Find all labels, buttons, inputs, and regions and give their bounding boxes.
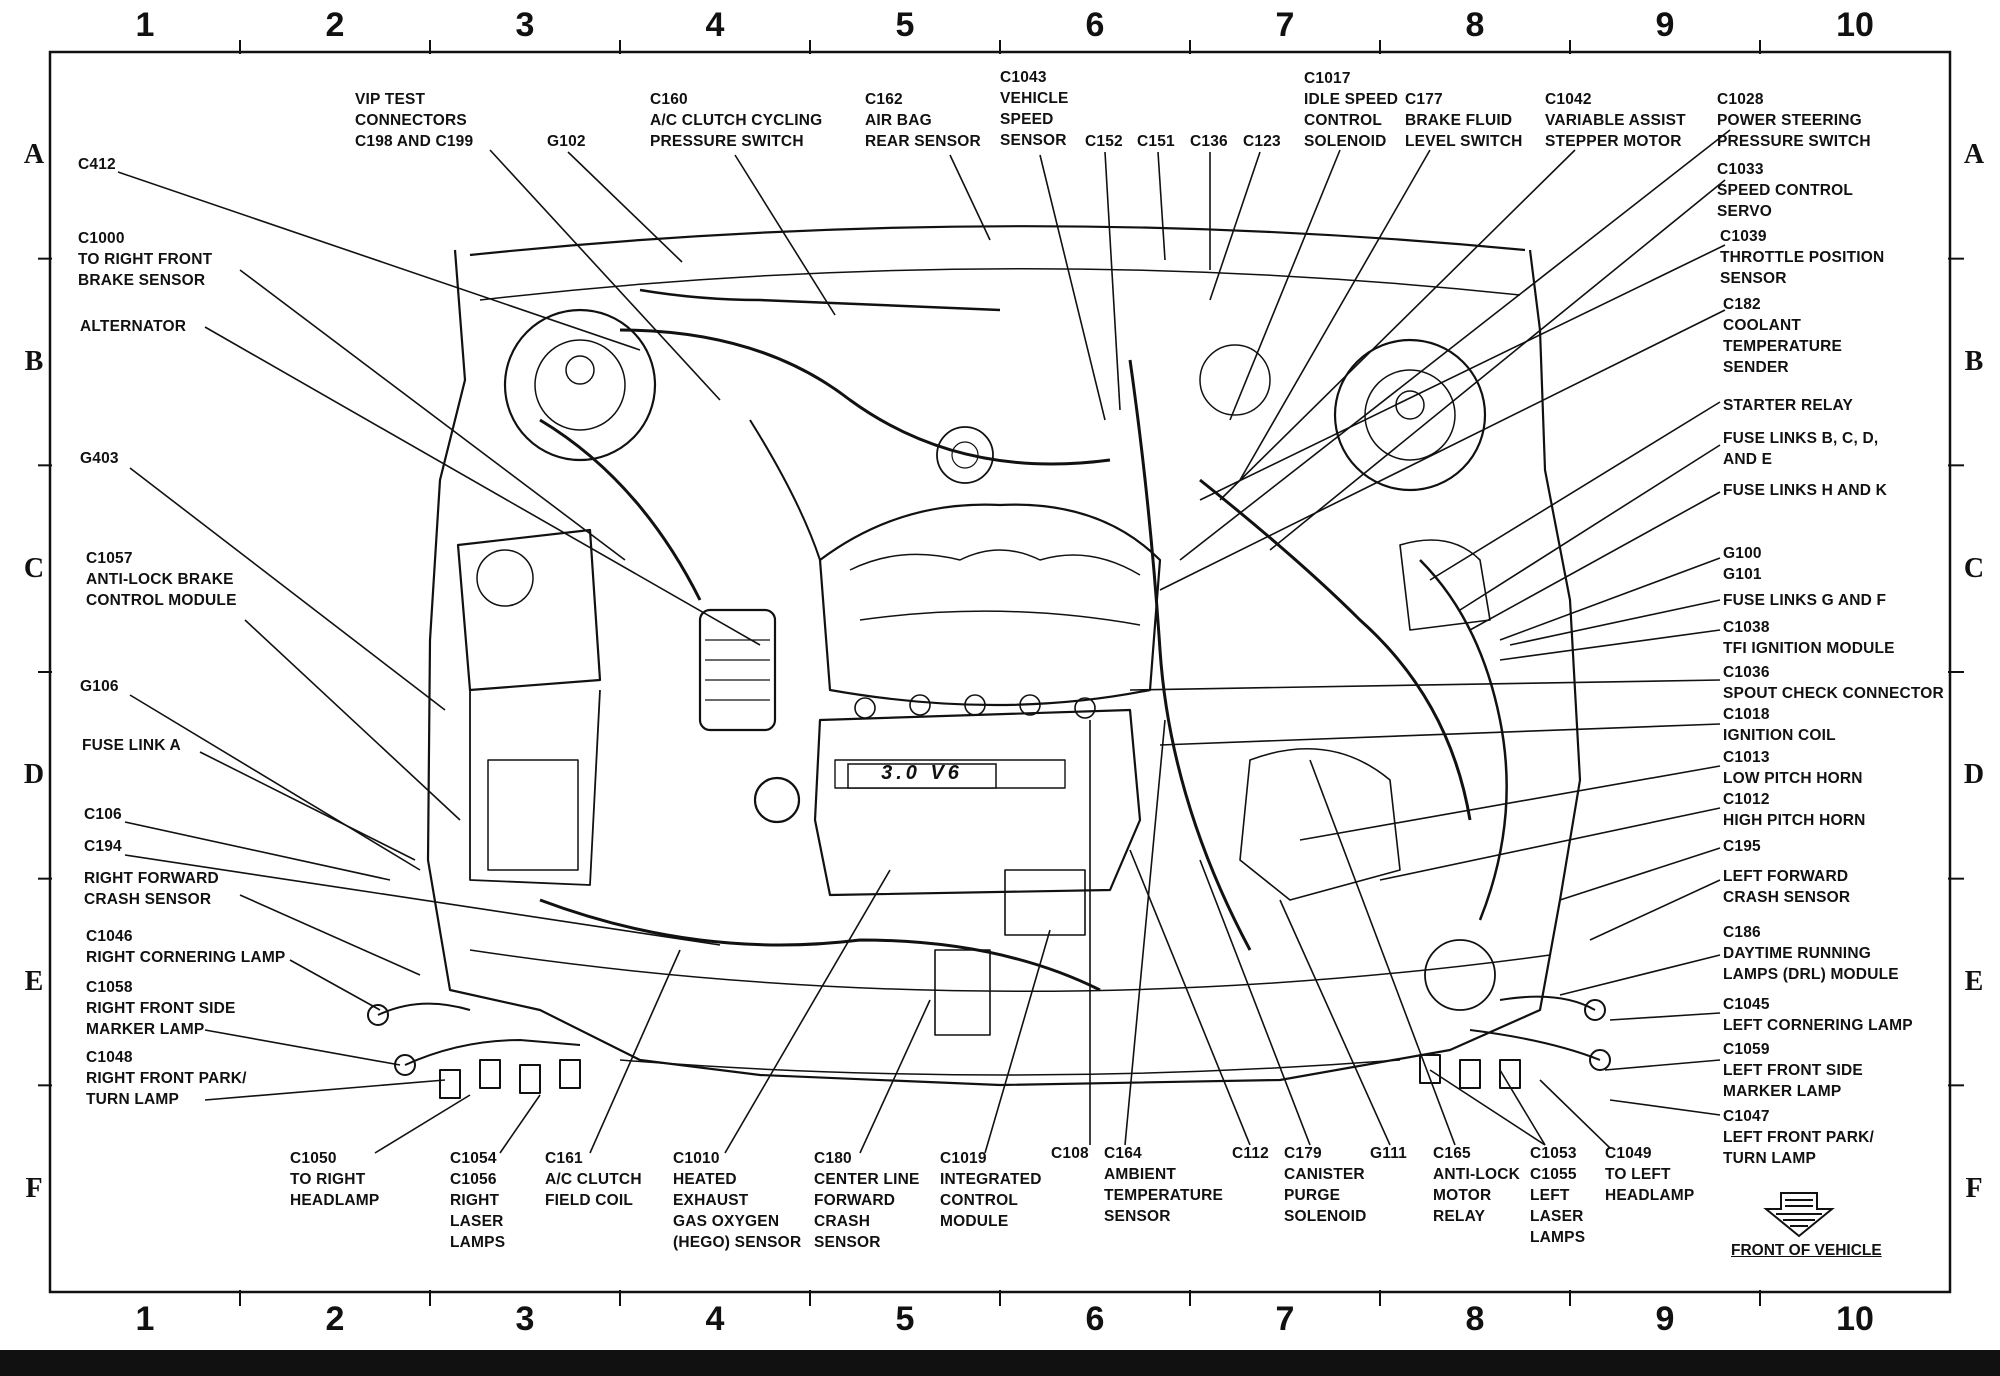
label-g403: G403: [80, 450, 119, 467]
label-g106: G106: [80, 678, 119, 695]
label-c1053-c1055: C1053 C1055 LEFT LASER LAMPS: [1530, 1145, 1586, 1246]
label-vip-test-connectors: VIP TEST CONNECTORS C198 AND C199: [355, 91, 474, 150]
label-c108: C108: [1051, 1145, 1089, 1162]
label-c1010: C1010 HEATED EXHAUST GAS OXYGEN (HEGO) S…: [673, 1150, 802, 1251]
grid-row-F-right: F: [1965, 1172, 1983, 1204]
grid-row-B-right: B: [1964, 346, 1984, 377]
label-alternator: ALTERNATOR: [80, 318, 187, 335]
grid-column-4-top: 4: [705, 6, 725, 44]
label-c1058: C1058 RIGHT FRONT SIDE MARKER LAMP: [86, 979, 236, 1038]
grid-column-9-top: 9: [1655, 6, 1675, 44]
grid-row-E-left: E: [24, 966, 44, 997]
label-right-forward-crash-sensor: RIGHT FORWARD CRASH SENSOR: [84, 870, 219, 908]
grid-column-7-bottom: 7: [1275, 1300, 1295, 1338]
label-c1038: C1038 TFI IGNITION MODULE: [1723, 619, 1895, 657]
front-arrow-icon: [1763, 1192, 1835, 1238]
grid-column-2-bottom: 2: [325, 1300, 345, 1338]
grid-column-6-top: 6: [1085, 6, 1105, 44]
label-c1046: C1046 RIGHT CORNERING LAMP: [86, 928, 286, 966]
grid-column-9-bottom: 9: [1655, 1300, 1675, 1338]
grid-row-D-left: D: [23, 759, 45, 791]
label-left-forward-crash-sensor: LEFT FORWARD CRASH SENSOR: [1723, 868, 1851, 906]
grid-column-7-top: 7: [1275, 6, 1295, 44]
label-c1050: C1050 TO RIGHT HEADLAMP: [290, 1150, 380, 1209]
grid-row-D-right: D: [1963, 759, 1985, 791]
label-c1000: C1000 TO RIGHT FRONT BRAKE SENSOR: [78, 230, 213, 289]
grid-row-A-left: A: [23, 139, 45, 171]
label-c112: C112: [1232, 1145, 1269, 1162]
grid-row-F-left: F: [25, 1172, 43, 1204]
label-g100-g101: G100 G101: [1723, 545, 1762, 583]
label-c1019: C1019 INTEGRATED CONTROL MODULE: [940, 1150, 1042, 1230]
grid-column-3-bottom: 3: [515, 1300, 535, 1338]
label-c161: C161 A/C CLUTCH FIELD COIL: [545, 1150, 642, 1209]
label-c412: C412: [78, 156, 116, 173]
label-c1018: C1018 IGNITION COIL: [1723, 706, 1836, 744]
grid-column-1-bottom: 1: [135, 1300, 155, 1338]
grid-row-A-right: A: [1963, 139, 1985, 171]
grid-row-C-left: C: [23, 552, 45, 584]
label-fuse-link-a: FUSE LINK A: [82, 737, 181, 754]
label-g111: G111: [1370, 1145, 1408, 1162]
label-c182: C182 COOLANT TEMPERATURE SENDER: [1723, 296, 1843, 376]
grid-column-4-bottom: 4: [705, 1300, 725, 1338]
grid-column-6-bottom: 6: [1085, 1300, 1105, 1338]
label-c1033: C1033 SPEED CONTROL SERVO: [1717, 161, 1854, 220]
label-c1048: C1048 RIGHT FRONT PARK/ TURN LAMP: [86, 1049, 247, 1108]
label-c194: C194: [84, 838, 122, 855]
grid-column-10-top: 10: [1836, 6, 1874, 44]
label-c162: C162 AIR BAG REAR SENSOR: [865, 91, 981, 150]
label-starter-relay: STARTER RELAY: [1723, 397, 1854, 414]
label-g102: G102: [547, 133, 586, 150]
label-c1042: C1042 VARIABLE ASSIST STEPPER MOTOR: [1545, 91, 1686, 150]
grid-column-3-top: 3: [515, 6, 535, 44]
grid-column-10-bottom: 10: [1836, 1300, 1874, 1338]
label-c1047: C1047 LEFT FRONT PARK/ TURN LAMP: [1723, 1108, 1875, 1167]
label-c165: C165 ANTI-LOCK MOTOR RELAY: [1433, 1145, 1521, 1225]
grid-column-1-top: 1: [135, 6, 155, 44]
label-c1045: C1045 LEFT CORNERING LAMP: [1723, 996, 1913, 1034]
label-c164: C164 AMBIENT TEMPERATURE SENSOR: [1104, 1145, 1224, 1225]
label-fuse-links-gf: FUSE LINKS G AND F: [1723, 592, 1887, 609]
label-c1036: C1036 SPOUT CHECK CONNECTOR: [1723, 664, 1944, 702]
grid-row-C-right: C: [1963, 552, 1985, 584]
label-c1057: C1057 ANTI-LOCK BRAKE CONTROL MODULE: [86, 550, 237, 609]
label-c195: C195: [1723, 838, 1761, 855]
label-c177: C177 BRAKE FLUID LEVEL SWITCH: [1405, 91, 1523, 150]
label-c1059: C1059 LEFT FRONT SIDE MARKER LAMP: [1723, 1041, 1863, 1100]
grid-row-E-right: E: [1964, 966, 1984, 997]
label-c179: C179 CANISTER PURGE SOLENOID: [1284, 1145, 1367, 1225]
label-c1012: C1012 HIGH PITCH HORN: [1723, 791, 1866, 829]
label-c106: C106: [84, 806, 122, 823]
label-c180: C180 CENTER LINE FORWARD CRASH SENSOR: [814, 1150, 920, 1251]
label-c151: C151: [1137, 133, 1175, 150]
label-c136: C136: [1190, 133, 1228, 150]
label-c1043: C1043 VEHICLE SPEED SENSOR: [1000, 69, 1069, 149]
label-c123: C123: [1243, 133, 1281, 150]
grid-column-8-top: 8: [1465, 6, 1485, 44]
grid-column-5-bottom: 5: [895, 1300, 915, 1338]
label-c1017: C1017 IDLE SPEED CONTROL SOLENOID: [1304, 70, 1399, 150]
grid-column-8-bottom: 8: [1465, 1300, 1485, 1338]
front-of-vehicle-label: FRONT OF VEHICLE: [1731, 1242, 1882, 1259]
engine-badge: 3.0 V6: [881, 762, 963, 784]
label-fuse-links-hk: FUSE LINKS H AND K: [1723, 482, 1888, 499]
grid-row-B-left: B: [24, 346, 44, 377]
grid-column-5-top: 5: [895, 6, 915, 44]
label-c160: C160 A/C CLUTCH CYCLING PRESSURE SWITCH: [650, 91, 823, 150]
label-c152: C152: [1085, 133, 1123, 150]
label-c1039: C1039 THROTTLE POSITION SENSOR: [1720, 228, 1885, 287]
label-c1028: C1028 POWER STEERING PRESSURE SWITCH: [1717, 91, 1871, 150]
label-c1013: C1013 LOW PITCH HORN: [1723, 749, 1863, 787]
label-c1054-c1056: C1054 C1056 RIGHT LASER LAMPS: [450, 1150, 506, 1251]
grid-column-2-top: 2: [325, 6, 345, 44]
bottom-black-bar: [0, 1350, 2000, 1376]
label-c1049: C1049 TO LEFT HEADLAMP: [1605, 1145, 1695, 1204]
label-c186: C186 DAYTIME RUNNING LAMPS (DRL) MODULE: [1723, 924, 1899, 983]
label-fuse-links-bcde: FUSE LINKS B, C, D, AND E: [1723, 430, 1879, 468]
